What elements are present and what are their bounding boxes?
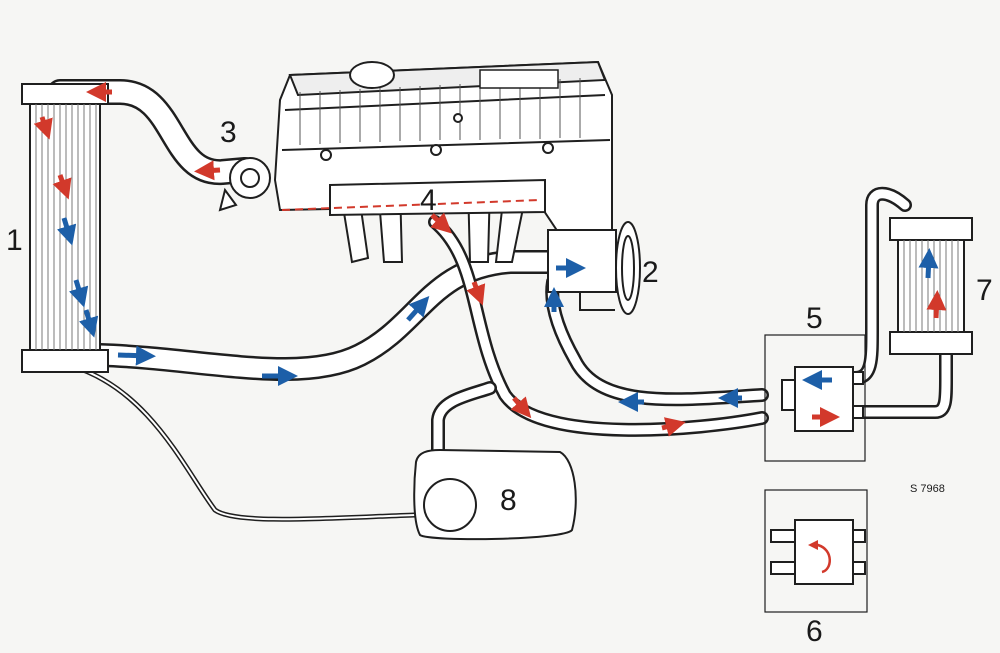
reference-code: S 7968	[910, 483, 945, 495]
hot-arrow	[33, 116, 53, 140]
cold-arrow	[918, 248, 939, 279]
expansion-tank	[413, 448, 577, 541]
cold-arrow	[117, 345, 156, 366]
label-outlet: 4	[420, 184, 437, 217]
label-thermostat: 3	[220, 116, 237, 149]
heater-core	[889, 217, 973, 355]
thermostat-housing	[218, 157, 271, 212]
hot-arrow	[466, 281, 486, 306]
hot-arrow	[926, 290, 947, 319]
flow-arrows-cold	[56, 217, 939, 412]
water-pump	[547, 221, 641, 315]
hot-arrow	[430, 212, 452, 234]
rotation-arrow	[808, 540, 831, 574]
label-valve-detail: 6	[806, 615, 823, 648]
cold-arrow	[56, 217, 77, 246]
hoses	[47, 79, 953, 522]
engine-block	[273, 60, 613, 264]
hot-arrow	[194, 160, 221, 181]
hot-arrow	[52, 174, 72, 200]
hot-arrow	[661, 417, 686, 437]
label-heater-valve: 5	[806, 302, 823, 335]
label-water-pump: 2	[642, 256, 659, 289]
label-radiator: 1	[6, 224, 23, 257]
flow-arrows-hot	[33, 82, 947, 437]
valve-detail	[764, 489, 868, 613]
label-heater-core: 7	[976, 274, 993, 307]
cold-arrow	[68, 279, 89, 308]
cold-arrow	[78, 309, 99, 338]
label-expansion-tank: 8	[500, 484, 517, 517]
heater-valve	[764, 334, 866, 462]
cold-arrow	[406, 296, 430, 322]
hose-heater-return	[545, 275, 769, 407]
overflow-tube	[69, 363, 418, 522]
hot-arrow	[510, 396, 532, 419]
